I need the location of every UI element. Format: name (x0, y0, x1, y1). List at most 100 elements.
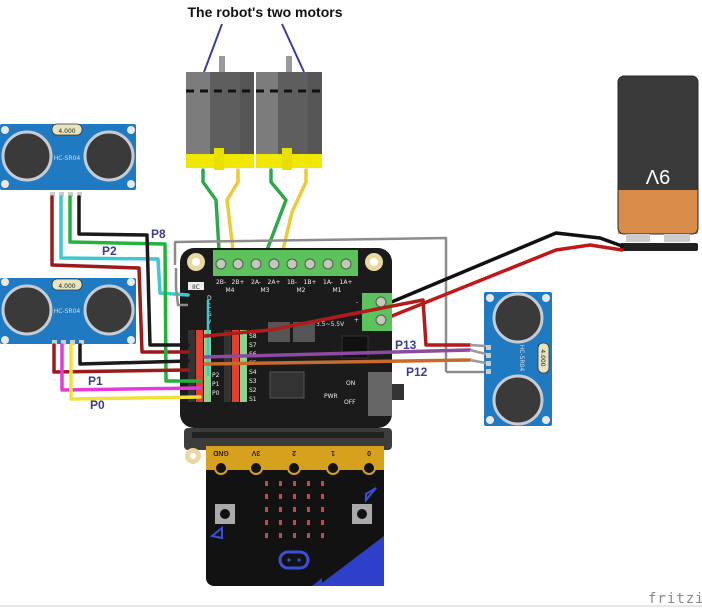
wire-sensor1-gnd (77, 195, 190, 347)
led (265, 481, 268, 486)
servo-pin-s7: S7 (249, 342, 257, 349)
wire-sensor2-vcc (52, 343, 190, 374)
led (265, 507, 268, 512)
diagram-title: The robot's two motors (188, 4, 343, 20)
led (321, 481, 324, 486)
motor-terminal-screws (215, 258, 352, 270)
svg-text:1B-: 1B- (287, 279, 297, 286)
battery-wire-positive (380, 243, 624, 322)
svg-text:1B+: 1B+ (304, 279, 317, 286)
iic-pin-g: G (207, 311, 212, 318)
sensor-badge: 4.000 (539, 349, 546, 366)
led (307, 520, 310, 525)
svg-text:M4: M4 (226, 287, 235, 294)
switch-off-label: OFF (344, 399, 356, 406)
wire-sensor3-trig-p13 (203, 348, 472, 359)
edge-pin-1: 1 (331, 449, 335, 456)
wire-sensor3-leads (469, 343, 487, 365)
label-p0: P0 (90, 398, 105, 412)
label-p2: P2 (102, 244, 117, 258)
svg-text:M2: M2 (297, 287, 306, 294)
label-p13: P13 (395, 338, 417, 352)
led (293, 481, 296, 486)
edge-pin-2: 2 (292, 449, 296, 456)
svg-text:M1: M1 (333, 287, 342, 294)
wire-sensor2-gnd (78, 343, 190, 366)
led (307, 533, 310, 538)
led (265, 533, 268, 538)
iic-label: IIC (192, 284, 200, 291)
led (293, 494, 296, 499)
motor-right-wire-green (265, 168, 288, 252)
led (279, 481, 282, 486)
led (279, 520, 282, 525)
triangle-icon-a (365, 487, 377, 503)
svg-text:2A-: 2A- (251, 279, 261, 286)
servo-pin-s2: S2 (249, 387, 257, 394)
power-switch-knob[interactable] (392, 384, 404, 400)
iic-pin-d: D (207, 295, 212, 302)
led (293, 520, 296, 525)
microbit-logo-icon (278, 550, 310, 570)
servo-pin-s8: S8 (249, 333, 257, 340)
sensor-model: HC-SR04 (518, 345, 525, 372)
wire-sensor3-echo-p12 (203, 358, 472, 366)
led (307, 481, 310, 486)
label-p1: P1 (88, 374, 103, 388)
edge-pin-0: 0 (367, 449, 371, 456)
led (307, 507, 310, 512)
svg-text:M3: M3 (261, 287, 270, 294)
svg-text:2A+: 2A+ (268, 279, 281, 286)
switch-on-label: ON (346, 380, 355, 387)
wire-sensor1-trig (59, 195, 190, 297)
edge-pin-gnd: GND (213, 449, 229, 456)
wire-sensor2-echo (69, 343, 202, 401)
io-pin-p2: P2 (212, 372, 220, 379)
battery-label: Λ6 (646, 167, 670, 189)
led (279, 507, 282, 512)
led (321, 533, 324, 538)
title-arrow-left (203, 23, 223, 73)
svg-text:2B-: 2B- (216, 279, 226, 286)
led (321, 507, 324, 512)
iic-pin-v: V (207, 319, 212, 326)
label-p12: P12 (406, 365, 428, 379)
led (307, 494, 310, 499)
power-plus-label: + (354, 317, 359, 324)
edge-pin-3v: 3V (251, 449, 260, 456)
led (279, 533, 282, 538)
power-switch[interactable] (368, 372, 392, 416)
ultrasonic-sensor-left-top: 4.000 HC-SR04 (0, 123, 136, 197)
led (321, 494, 324, 499)
svg-text:1A+: 1A+ (340, 279, 353, 286)
motor-left-wire-yellow (225, 168, 240, 252)
microbit-corner-graphic (318, 536, 384, 586)
led (279, 494, 282, 499)
wire-sensor2-trig (60, 343, 202, 392)
microbit: GND 3V 2 1 0 (184, 428, 392, 586)
power-minus-label: - (356, 299, 358, 306)
battery-9v: Λ6 (617, 75, 699, 251)
pwr-label: PWR (324, 393, 338, 400)
led-matrix (265, 481, 324, 538)
battery-wire-negative (380, 231, 624, 308)
servo-pin-s1: S1 (249, 396, 257, 403)
motor-right-wire-yellow (281, 168, 308, 252)
led (321, 520, 324, 525)
led (265, 494, 268, 499)
wire-sensor1-vcc (50, 195, 190, 354)
servo-pin-s3: S3 (249, 378, 257, 385)
io-pin-p1: P1 (212, 381, 220, 388)
motor-left-wire-green (201, 168, 221, 252)
motor-left (186, 56, 254, 170)
motor-terminal-labels: 2B- 2B+ 2A- 2A+ 1B- 1B+ 1A- 1A+ M4 M3 M2… (216, 279, 353, 294)
motor-right (256, 56, 322, 170)
sensor-model: HC-SR04 (54, 308, 81, 315)
wire-gray-iic (174, 268, 188, 307)
svg-text:2B+: 2B+ (232, 279, 245, 286)
led (265, 520, 268, 525)
wire-sensor1-echo (68, 195, 202, 383)
label-p8: P8 (151, 227, 166, 241)
svg-text:1A-: 1A- (323, 279, 333, 286)
